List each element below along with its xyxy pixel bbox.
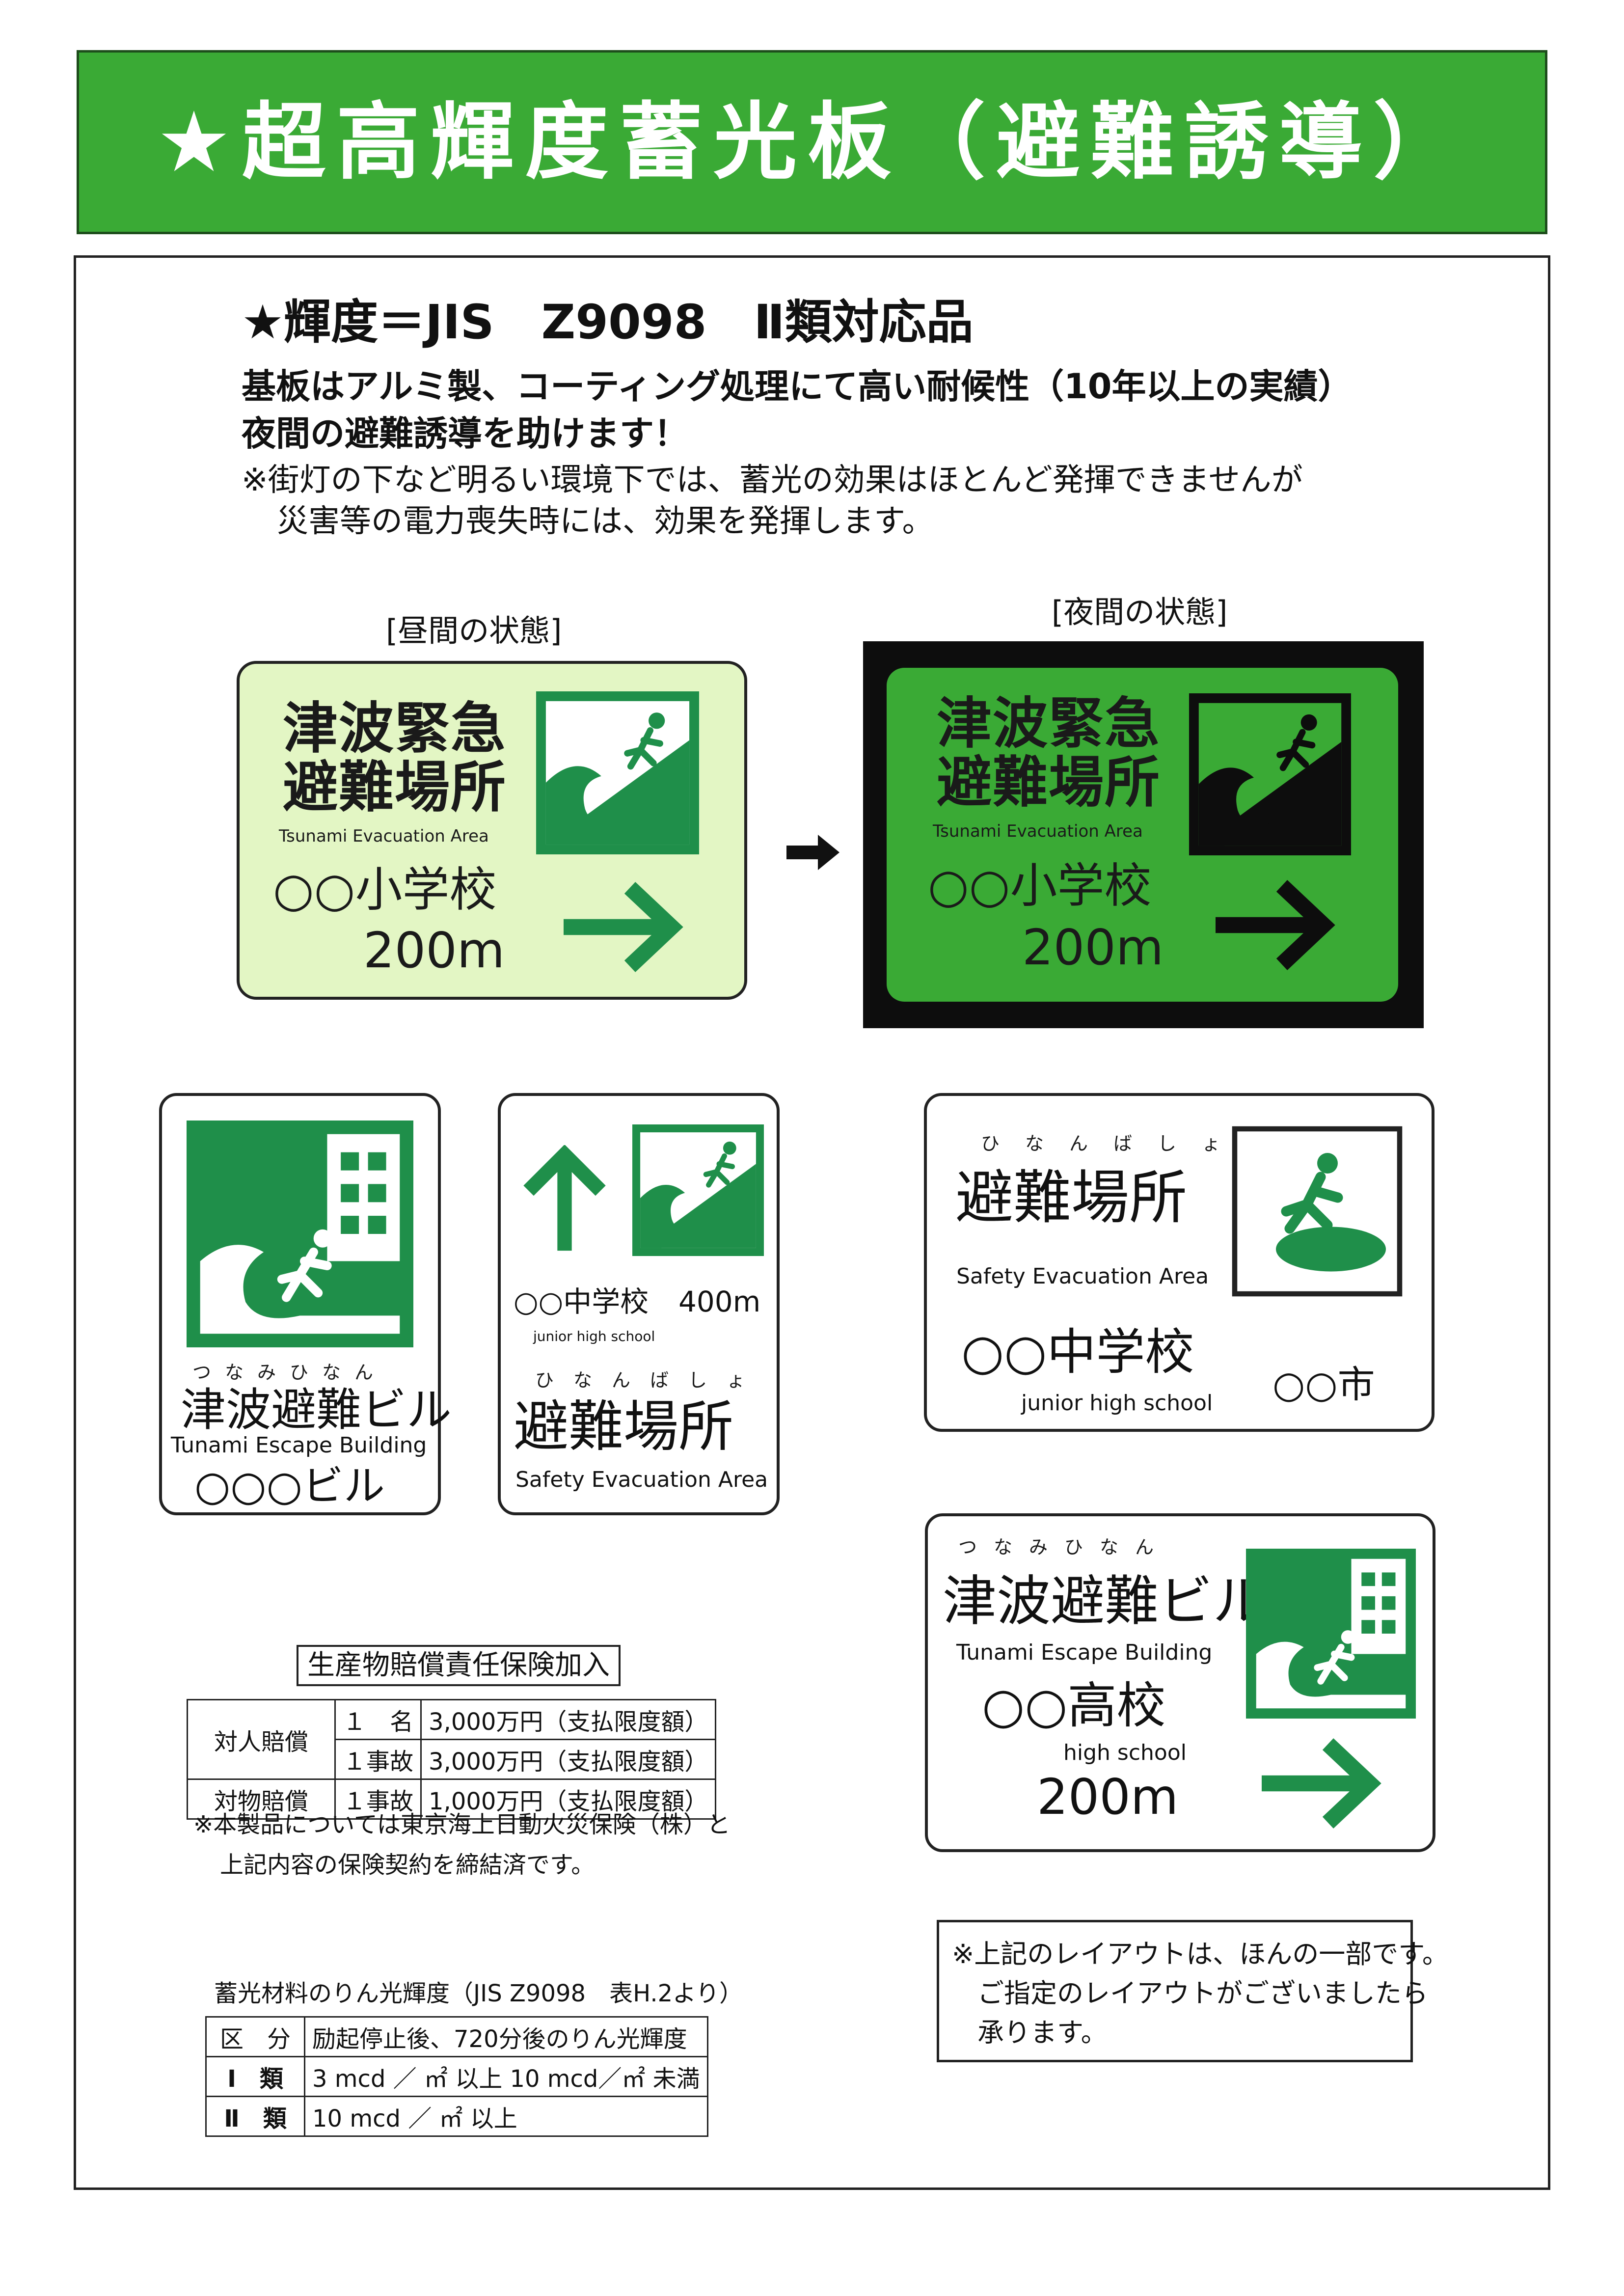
high-school-sign: つなみひなん 津波避難ビル Tunami Escape Building ○○高… — [925, 1513, 1435, 1852]
content-frame — [74, 255, 1550, 2190]
night-sign-school: ○○小学校 — [928, 858, 1152, 913]
building-name: ○○○ビル — [194, 1462, 385, 1510]
luminance-header-class: 区 分 — [205, 2016, 305, 2057]
area-ruby: ひなんばしょ — [981, 1133, 1246, 1154]
night-sign-title-2: 避難場所 — [937, 751, 1161, 815]
night-sign-title-1: 津波緊急 — [937, 692, 1161, 756]
note-line-2: 災害等の電力喪失時には、効果を発揮します。 — [277, 503, 934, 540]
night-tsunami-evacuation-icon — [1189, 693, 1351, 855]
insurance-amount: 1,000万円（支払限度額） — [420, 1778, 717, 1820]
night-sign-panel: 津波緊急 避難場所 Tsunami Evacuation Area ○○小学校 … — [887, 668, 1398, 1002]
insurance-table: 対人賠償 １ 名 3,000万円（支払限度額） １事故 3,000万円（支払限度… — [187, 1699, 717, 1820]
arrow-sign-school: ○○中学校 — [514, 1285, 649, 1318]
night-arrow-right-icon — [1216, 880, 1335, 970]
hs-school: ○○高校 — [982, 1677, 1166, 1734]
hs-arrow-right-icon — [1262, 1738, 1381, 1829]
sign-school: ○○小学校 — [273, 862, 497, 917]
night-caption: [夜間の状態] — [1052, 594, 1228, 630]
arrow-sign-subtitle: Safety Evacuation Area — [515, 1467, 768, 1492]
table-row: 対物賠償 １事故 1,000万円（支払限度額） — [187, 1778, 717, 1820]
small-tsunami-evacuation-icon — [632, 1124, 764, 1256]
area-school-en: junior high school — [1021, 1391, 1213, 1416]
hs-tsunami-building-icon — [1246, 1549, 1416, 1719]
banner-title: ★超高輝度蓄光板（避難誘導） — [156, 93, 1468, 191]
luminance-header-value: 励起停止後、720分後のりん光輝度 — [304, 2016, 708, 2057]
layout-note-line-3: 承ります。 — [977, 2017, 1108, 2048]
insurance-amount: 3,000万円（支払限度額） — [420, 1699, 717, 1740]
sign-distance: 200m — [363, 922, 505, 979]
insurance-amount: 3,000万円（支払限度額） — [420, 1739, 717, 1780]
area-city: ○○市 — [1272, 1363, 1375, 1406]
layout-note-line-2: ご指定のレイアウトがございましたら — [977, 1978, 1428, 2009]
arrow-sign-ruby: ひなんばしょ — [535, 1369, 765, 1391]
luminance-class: Ⅱ 類 — [205, 2096, 305, 2137]
building-ruby: つなみひなん — [192, 1362, 387, 1383]
arrow-sign-distance: 400m — [678, 1285, 761, 1318]
sign-subtitle: Tsunami Evacuation Area — [279, 826, 489, 846]
table-row: Ⅰ 類 3 mcd ／ ㎡ 以上 10 mcd／㎡ 未満 — [205, 2056, 708, 2097]
building-title: 津波避難ビル — [181, 1384, 452, 1436]
insurance-unit: １事故 — [334, 1778, 422, 1820]
luminance-heading: 蓄光材料のりん光輝度（JIS Z9098 表H.2より） — [214, 1980, 743, 2007]
tsunami-building-icon — [187, 1121, 413, 1347]
luminance-value: 10 mcd ／ ㎡ 以上 — [304, 2096, 708, 2137]
luminance-value: 3 mcd ／ ㎡ 以上 10 mcd／㎡ 未満 — [304, 2056, 708, 2097]
arrow-sign-school-en: junior high school — [533, 1328, 655, 1344]
insurance-note-2: 上記内容の保険契約を締結済です。 — [220, 1851, 595, 1879]
night-sign: 津波緊急 避難場所 Tsunami Evacuation Area ○○小学校 … — [863, 641, 1424, 1028]
sign-title-1: 津波緊急 — [283, 697, 507, 761]
junior-high-arrow-sign: ○○中学校 400m junior high school ひなんばしょ 避難場… — [498, 1093, 780, 1515]
night-sign-subtitle: Tsunami Evacuation Area — [933, 821, 1143, 841]
table-row: １事故 3,000万円（支払限度額） — [188, 1739, 717, 1780]
hs-subtitle: Tunami Escape Building — [956, 1640, 1213, 1665]
insurance-heading: 生産物賠償責任保険加入 — [297, 1645, 621, 1686]
area-title: 避難場所 — [955, 1164, 1188, 1231]
building-subtitle: Tunami Escape Building — [171, 1433, 427, 1458]
table-row: Ⅱ 類 10 mcd ／ ㎡ 以上 — [205, 2096, 708, 2137]
hs-title: 津波避難ビル — [943, 1570, 1267, 1633]
table-row: 区 分 励起停止後、720分後のりん光輝度 — [205, 2016, 708, 2057]
tsunami-building-sign: つなみひなん 津波避難ビル Tunami Escape Building ○○○… — [159, 1093, 452, 1515]
area-subtitle: Safety Evacuation Area — [956, 1264, 1209, 1289]
day-sign: 津波緊急 避難場所 Tsunami Evacuation Area ○○小学校 … — [237, 661, 747, 1000]
hs-distance: 200m — [1037, 1768, 1179, 1826]
title-banner: ★超高輝度蓄光板（避難誘導） — [77, 50, 1547, 234]
arrow-sign-title: 避難場所 — [514, 1395, 733, 1459]
safety-area-sign: ひなんばしょ 避難場所 Safety Evacuation Area ○○中学校… — [924, 1093, 1435, 1432]
insurance-category: 対物賠償 — [187, 1778, 336, 1820]
jis-line: ★輝度＝JIS Z9098 Ⅱ類対応品 — [242, 295, 974, 350]
insurance-category: 対人賠償 — [187, 1699, 336, 1780]
arrow-right-icon — [564, 882, 683, 972]
night-sign-distance: 200m — [1022, 919, 1164, 976]
layout-note-box: ※上記のレイアウトは、ほんの一部です。 ご指定のレイアウトがございましたら 承り… — [937, 1920, 1449, 2062]
sign-title-2: 避難場所 — [283, 756, 507, 820]
insurance-unit: １ 名 — [334, 1699, 422, 1740]
hs-school-en: high school — [1063, 1740, 1187, 1765]
day-caption: [昼間の状態] — [386, 613, 562, 649]
lead-line-2: 夜間の避難誘導を助けます！ — [242, 413, 688, 454]
arrow-up-icon — [523, 1145, 606, 1251]
transition-arrow-icon — [786, 835, 839, 870]
table-row: 対人賠償 １ 名 3,000万円（支払限度額） — [187, 1699, 717, 1780]
area-school: ○○中学校 — [961, 1323, 1194, 1381]
luminance-class: Ⅰ 類 — [205, 2056, 305, 2097]
lead-line-1: 基板はアルミ製、コーティング処理にて高い耐候性（10年以上の実績） — [242, 366, 1353, 407]
hs-ruby: つなみひなん — [958, 1536, 1171, 1558]
insurance-note-1: ※本製品については東京海上日動火災保険（株）と — [193, 1811, 731, 1838]
layout-note-line-1: ※上記のレイアウトは、ほんの一部です。 — [952, 1939, 1449, 1969]
insurance-unit: １事故 — [334, 1739, 422, 1780]
note-line-1: ※街灯の下など明るい環境下では、蓄光の効果はほとんど発揮できませんが — [242, 462, 1303, 498]
luminance-table: 区 分 励起停止後、720分後のりん光輝度 Ⅰ 類 3 mcd ／ ㎡ 以上 1… — [205, 2016, 708, 2137]
safety-area-icon — [1232, 1126, 1403, 1297]
tsunami-evacuation-icon — [536, 691, 699, 854]
